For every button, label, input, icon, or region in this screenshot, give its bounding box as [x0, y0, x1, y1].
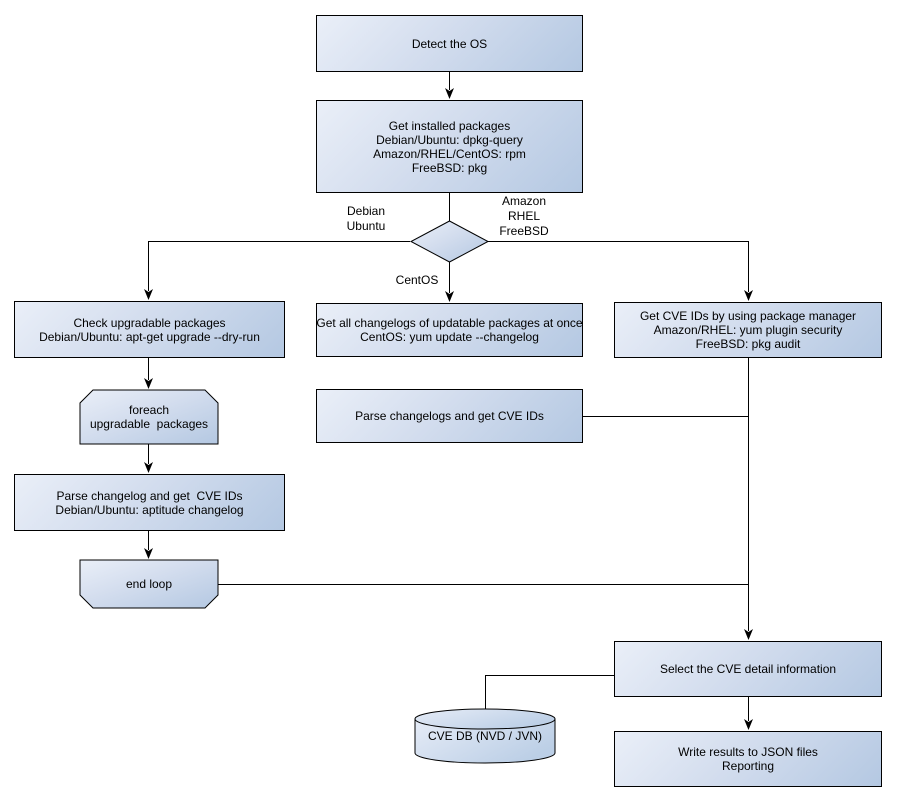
arrowhead: [445, 88, 454, 99]
node-label: Write results to JSON files: [678, 745, 818, 759]
node-detect-os: Detect the OS: [316, 15, 583, 72]
node-label: FreeBSD: pkg audit: [695, 337, 801, 351]
edge-label-line: RHEL: [507, 209, 540, 223]
edge-cvedb-to-select: [485, 675, 614, 709]
arrowheads: [144, 88, 753, 730]
node-check-upgradable-packages: Check upgradable packages Debian/Ubuntu:…: [14, 301, 285, 358]
node-label: Get all changelogs of updatable packages…: [316, 316, 583, 330]
arrowhead: [744, 719, 753, 730]
arrowhead: [144, 462, 153, 473]
node-select-cve-detail: Select the CVE detail information: [614, 641, 882, 697]
edge-label-line: Amazon: [501, 194, 547, 208]
node-label: Check upgradable packages: [73, 315, 226, 330]
node-parse-changelogs-centos: Parse changelogs and get CVE IDs: [316, 389, 583, 443]
arrowhead: [744, 629, 753, 640]
node-label: Amazon/RHEL/CentOS: rpm: [373, 146, 526, 161]
node-get-installed-packages: Get installed packages Debian/Ubuntu: dp…: [316, 100, 583, 193]
edge-label-amazon-rhel-freebsd: Amazon RHEL FreeBSD: [487, 194, 561, 239]
node-label: Parse changelogs and get CVE IDs: [355, 409, 544, 423]
node-get-cve-ids-pkg-manager: Get CVE IDs by using package manager Ama…: [614, 302, 882, 358]
edge-label-line: Debian: [346, 204, 386, 218]
end-loop-shape: [79, 559, 219, 609]
edge-label-line: Ubuntu: [346, 219, 386, 233]
node-label: Select the CVE detail information: [659, 662, 837, 676]
edge-decision-to-right-branch: [488, 241, 749, 292]
node-label: Debian/Ubuntu: dpkg-query: [376, 132, 523, 147]
node-write-results: Write results to JSON files Reporting: [614, 731, 882, 787]
node-label: Get installed packages: [388, 118, 511, 133]
arrowhead: [144, 378, 153, 389]
node-label: Detect the OS: [411, 36, 488, 51]
edge-label-line: CentOS: [395, 273, 439, 287]
node-parse-changelog-debian: Parse changelog and get CVE IDs Debian/U…: [14, 474, 285, 531]
decision-diamond-shape: [409, 220, 490, 263]
node-label: FreeBSD: pkg: [411, 160, 488, 175]
arrowhead: [744, 290, 753, 301]
arrowhead: [144, 548, 153, 559]
node-label: Debian/Ubuntu: aptitude changelog: [55, 502, 244, 517]
node-get-all-changelogs: Get all changelogs of updatable packages…: [316, 303, 583, 357]
foreach-loop-shape: [79, 389, 219, 445]
edge-label-debian-ubuntu: Debian Ubuntu: [334, 204, 398, 234]
node-label: Debian/Ubuntu: apt-get upgrade --dry-run: [39, 329, 260, 344]
node-label: Get CVE IDs by using package manager: [639, 309, 857, 323]
edge-label-centos: CentOS: [391, 273, 443, 288]
edge-label-line: FreeBSD: [499, 224, 549, 238]
node-label: Amazon/RHEL: yum plugin security: [653, 323, 843, 337]
connector-lines: [148, 72, 749, 721]
edge-decision-to-left-branch: [148, 241, 410, 291]
cve-db-cylinder-shape: [414, 708, 556, 764]
node-label: Parse changelog and get CVE IDs: [56, 488, 243, 503]
node-label: Reporting: [721, 759, 775, 773]
arrowhead: [144, 289, 153, 300]
node-label: CentOS: yum update --changelog: [360, 330, 539, 344]
arrowhead: [445, 291, 454, 302]
